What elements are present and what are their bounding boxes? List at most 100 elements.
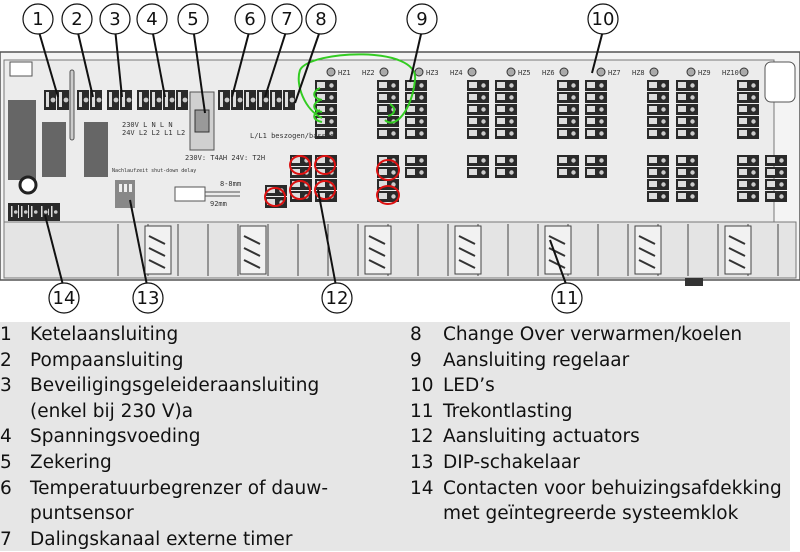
terminal[interactable] bbox=[765, 167, 787, 178]
terminal[interactable] bbox=[315, 128, 337, 139]
terminal[interactable] bbox=[377, 128, 399, 139]
terminal[interactable] bbox=[647, 128, 669, 139]
terminal[interactable] bbox=[150, 90, 162, 110]
terminal[interactable] bbox=[495, 128, 517, 139]
terminal[interactable] bbox=[377, 167, 399, 178]
terminal[interactable] bbox=[676, 92, 698, 103]
terminal[interactable] bbox=[218, 90, 230, 110]
terminal[interactable] bbox=[405, 92, 427, 103]
terminal[interactable] bbox=[585, 104, 607, 115]
terminal[interactable] bbox=[676, 191, 698, 202]
terminal[interactable] bbox=[676, 80, 698, 91]
terminal[interactable] bbox=[137, 90, 149, 110]
terminal[interactable] bbox=[495, 167, 517, 178]
terminal[interactable] bbox=[495, 155, 517, 166]
terminal[interactable] bbox=[585, 155, 607, 166]
terminal[interactable] bbox=[405, 80, 427, 91]
terminal[interactable] bbox=[495, 104, 517, 115]
terminal[interactable] bbox=[585, 116, 607, 127]
terminal[interactable] bbox=[377, 191, 399, 202]
terminal[interactable] bbox=[737, 155, 759, 166]
terminal[interactable] bbox=[405, 116, 427, 127]
terminal[interactable] bbox=[270, 90, 282, 110]
terminal[interactable] bbox=[647, 155, 669, 166]
terminal[interactable] bbox=[29, 204, 38, 220]
terminal[interactable] bbox=[737, 179, 759, 190]
terminal[interactable] bbox=[377, 80, 399, 91]
terminal[interactable] bbox=[467, 167, 489, 178]
terminal[interactable] bbox=[557, 104, 579, 115]
terminal[interactable] bbox=[737, 167, 759, 178]
terminal[interactable] bbox=[557, 167, 579, 178]
terminal[interactable] bbox=[647, 92, 669, 103]
terminal[interactable] bbox=[283, 90, 295, 110]
terminal[interactable] bbox=[557, 128, 579, 139]
terminal[interactable] bbox=[315, 104, 337, 115]
terminal[interactable] bbox=[737, 191, 759, 202]
terminal[interactable] bbox=[315, 80, 337, 91]
terminal[interactable] bbox=[737, 116, 759, 127]
terminal[interactable] bbox=[585, 128, 607, 139]
legend-text: DIP-schakelaar bbox=[443, 451, 580, 473]
terminal[interactable] bbox=[647, 167, 669, 178]
terminal[interactable] bbox=[557, 92, 579, 103]
terminal[interactable] bbox=[377, 92, 399, 103]
terminal[interactable] bbox=[57, 90, 69, 110]
terminal[interactable] bbox=[467, 104, 489, 115]
terminal[interactable] bbox=[44, 90, 56, 110]
terminal[interactable] bbox=[585, 167, 607, 178]
terminal[interactable] bbox=[676, 167, 698, 178]
terminal[interactable] bbox=[495, 80, 517, 91]
terminal[interactable] bbox=[231, 90, 243, 110]
terminal[interactable] bbox=[676, 155, 698, 166]
terminal[interactable] bbox=[467, 116, 489, 127]
terminal[interactable] bbox=[107, 90, 119, 110]
terminal[interactable] bbox=[467, 92, 489, 103]
terminal[interactable] bbox=[405, 104, 427, 115]
terminal[interactable] bbox=[39, 204, 48, 220]
terminal[interactable] bbox=[676, 179, 698, 190]
terminal[interactable] bbox=[647, 104, 669, 115]
led-indicator bbox=[686, 67, 696, 77]
terminal[interactable] bbox=[557, 155, 579, 166]
terminal[interactable] bbox=[557, 80, 579, 91]
terminal[interactable] bbox=[765, 191, 787, 202]
legend-text: Spanningsvoeding bbox=[30, 426, 201, 448]
terminal[interactable] bbox=[467, 80, 489, 91]
terminal[interactable] bbox=[495, 92, 517, 103]
terminal[interactable] bbox=[557, 116, 579, 127]
terminal[interactable] bbox=[377, 104, 399, 115]
terminal[interactable] bbox=[737, 128, 759, 139]
terminal[interactable] bbox=[765, 155, 787, 166]
terminal[interactable] bbox=[19, 204, 28, 220]
terminal[interactable] bbox=[737, 92, 759, 103]
terminal[interactable] bbox=[647, 179, 669, 190]
terminal[interactable] bbox=[647, 191, 669, 202]
terminal[interactable] bbox=[9, 204, 18, 220]
terminal[interactable] bbox=[315, 92, 337, 103]
terminal[interactable] bbox=[585, 80, 607, 91]
terminal[interactable] bbox=[647, 80, 669, 91]
terminal[interactable] bbox=[585, 92, 607, 103]
terminal[interactable] bbox=[405, 128, 427, 139]
terminal[interactable] bbox=[244, 90, 256, 110]
terminal[interactable] bbox=[467, 128, 489, 139]
terminal[interactable] bbox=[676, 128, 698, 139]
terminal[interactable] bbox=[49, 204, 58, 220]
terminal[interactable] bbox=[163, 90, 175, 110]
terminal[interactable] bbox=[405, 167, 427, 178]
terminal[interactable] bbox=[77, 90, 89, 110]
terminal[interactable] bbox=[467, 155, 489, 166]
terminal[interactable] bbox=[495, 116, 517, 127]
terminal[interactable] bbox=[676, 104, 698, 115]
terminal[interactable] bbox=[647, 116, 669, 127]
terminal[interactable] bbox=[176, 90, 188, 110]
terminal[interactable] bbox=[377, 179, 399, 190]
terminal[interactable] bbox=[737, 80, 759, 91]
terminal[interactable] bbox=[405, 155, 427, 166]
terminal[interactable] bbox=[765, 179, 787, 190]
terminal[interactable] bbox=[120, 90, 132, 110]
terminal[interactable] bbox=[676, 116, 698, 127]
terminal[interactable] bbox=[737, 104, 759, 115]
